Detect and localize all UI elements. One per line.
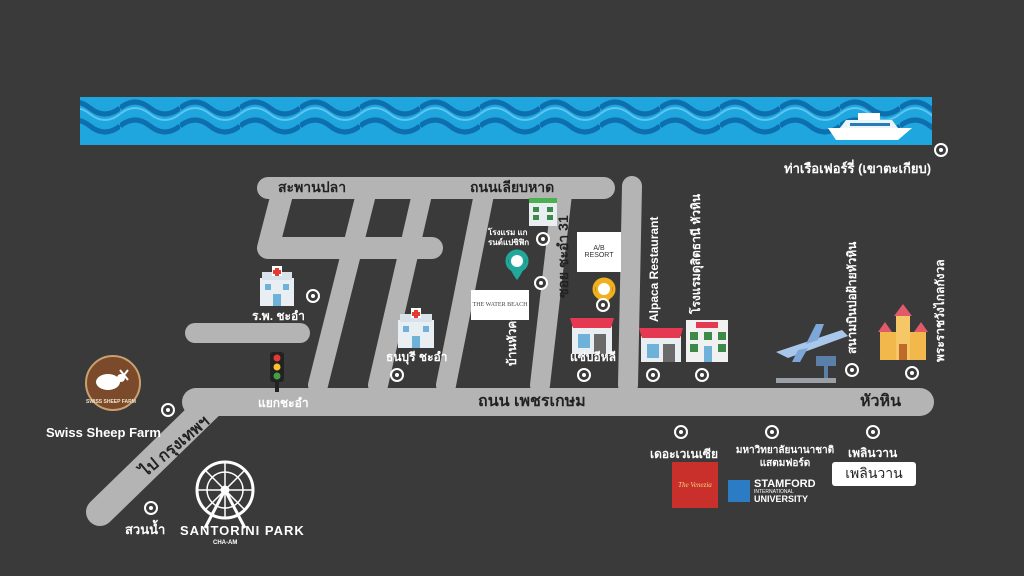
- ab-resort-logo: A/B RESORT: [577, 232, 621, 272]
- ab-resort-logo-text: RESORT: [584, 252, 614, 259]
- hotel-building-icon: [686, 320, 728, 362]
- location-dot[interactable]: [577, 368, 591, 382]
- venezia-logo: The Venezia: [672, 462, 718, 508]
- location-dot[interactable]: [596, 298, 610, 312]
- hotel-building-icon: [529, 198, 557, 226]
- location-pin-icon: [505, 249, 529, 280]
- dusit-label: โรงแรมดุสิตธานี หัวหิน: [689, 193, 703, 314]
- venezia-logo-text: The Venezia: [678, 481, 712, 489]
- hospital-chaam-label: ร.พ. ชะอำ: [252, 309, 305, 323]
- location-dot[interactable]: [646, 368, 660, 382]
- location-dot[interactable]: [390, 368, 404, 382]
- road-label-beach-road: ถนนเลียบหาด: [470, 179, 555, 195]
- stamford-mark-icon: [728, 480, 750, 502]
- location-dot[interactable]: [536, 232, 550, 246]
- swiss-sheep-logo-text: SWISS SHEEP FARM: [86, 399, 136, 405]
- stamford-logo-text: UNIVERSITY: [754, 493, 809, 504]
- road-network: [86, 176, 934, 526]
- location-dot[interactable]: [866, 425, 880, 439]
- sea-band: [80, 97, 932, 145]
- location-dot[interactable]: [144, 501, 158, 515]
- stamford-logo-text: INTERNATIONAL: [754, 488, 794, 495]
- plearnwan-logo-text: เพลินวาน: [845, 467, 903, 482]
- ferry-label: ท่าเรือเฟอร์รี่ (เขาตะเกียบ): [784, 161, 932, 176]
- traffic-light-icon: [270, 352, 284, 392]
- shop-icon: [639, 328, 683, 362]
- location-dot[interactable]: [674, 425, 688, 439]
- location-dot[interactable]: [161, 403, 175, 417]
- ab-resort-logo-text: A/B: [593, 245, 605, 252]
- location-dot[interactable]: [534, 276, 548, 290]
- klai-kangwon-label: พระราชวังไกลกังวล: [933, 259, 947, 362]
- airplane-icon: [776, 324, 848, 383]
- location-dot[interactable]: [695, 368, 709, 382]
- zab-eli-label: แซ่บอีหลี: [570, 350, 616, 364]
- stamford-label: มหาวิทยาลัยนานาชาติ แสตมฟอร์ด: [735, 445, 835, 469]
- grand-pacific-label: โรงแรม แกรนด์แปซิฟิก: [488, 228, 530, 247]
- plearnwan-logo: เพลินวาน: [832, 462, 916, 486]
- road-label-soi-31: ซอย ชะอำ 31: [555, 215, 571, 298]
- location-dot[interactable]: [306, 289, 320, 303]
- water-beach-logo-text: THE WATER BEACH: [472, 302, 528, 308]
- ferry-boat-icon: [828, 113, 912, 140]
- plearnwan-label: เพลินวาน: [848, 446, 898, 460]
- junction-label: แยกชะอำ: [258, 396, 309, 410]
- shop-icon: [570, 318, 614, 354]
- stamford-logo: STAMFORD INTERNATIONAL UNIVERSITY: [728, 476, 824, 506]
- location-dot[interactable]: [934, 143, 948, 157]
- santorini-label: SANTORINI PARK: [180, 523, 305, 538]
- alpaca-label: Alpaca Restaurant: [647, 216, 661, 322]
- location-dot[interactable]: [765, 425, 779, 439]
- palace-icon: [878, 304, 928, 360]
- venezia-label: เดอะเวเนเซีย: [650, 447, 718, 461]
- road-label-phetkasem: ถนน เพชรเกษม: [478, 393, 586, 410]
- location-dot[interactable]: [845, 363, 859, 377]
- hospital-icon: [398, 308, 434, 348]
- thonburi-chaam-label: ธนบุรี ชะอำ: [386, 350, 448, 364]
- ferris-wheel-icon: [195, 460, 255, 529]
- location-dot[interactable]: [905, 366, 919, 380]
- water-beach-logo: THE WATER BEACH: [471, 290, 529, 320]
- hua-hin-label: หัวหิน: [860, 393, 902, 410]
- airport-label: สนามบินบ่อฝ้ายหัวหิน: [845, 241, 859, 354]
- hospital-icon: [260, 266, 294, 306]
- water-park-label: สวนน้ำ: [125, 522, 166, 537]
- road-label-fish-bridge: สะพานปลา: [278, 179, 347, 195]
- swiss-sheep-farm-label: Swiss Sheep Farm: [46, 425, 161, 440]
- stamford-logo-text: STAMFORD: [754, 477, 816, 490]
- santorini-sub-label: CHA-AM: [213, 540, 238, 546]
- swiss-sheep-farm-logo: [85, 355, 141, 411]
